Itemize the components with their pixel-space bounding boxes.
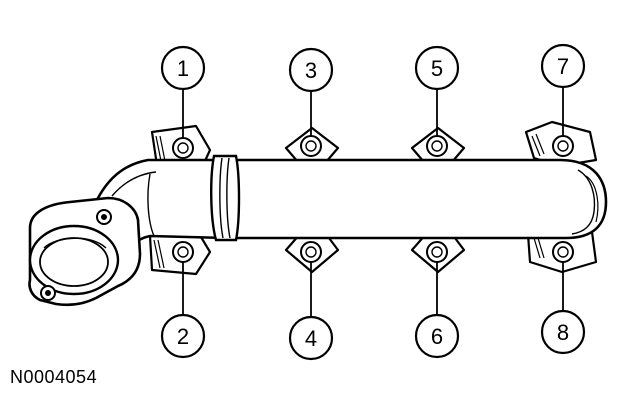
leader-lines bbox=[182, 88, 564, 316]
outlet-flange bbox=[28, 196, 142, 307]
callout-2: 2 bbox=[160, 313, 206, 359]
pipe-body bbox=[96, 158, 608, 252]
callout-8-label: 8 bbox=[557, 320, 569, 345]
callout-5-label: 5 bbox=[431, 56, 443, 81]
callout-5: 5 bbox=[414, 45, 460, 91]
bolt-6 bbox=[426, 241, 448, 263]
slip-joint-band bbox=[210, 154, 241, 242]
callout-7-label: 7 bbox=[557, 54, 569, 79]
bolt-5 bbox=[426, 135, 448, 157]
outlet-port-inner bbox=[39, 237, 109, 287]
callout-2-label: 2 bbox=[177, 324, 189, 349]
manifold-pipe bbox=[96, 158, 608, 252]
callout-1: 1 bbox=[160, 45, 206, 91]
callout-3-label: 3 bbox=[305, 58, 317, 83]
callout-6: 6 bbox=[414, 313, 460, 359]
callout-4: 4 bbox=[288, 315, 334, 361]
bolt-8 bbox=[552, 241, 574, 263]
bolt-7 bbox=[552, 135, 574, 157]
callout-4-label: 4 bbox=[305, 326, 317, 351]
bolt-3 bbox=[300, 135, 322, 157]
callout-6-label: 6 bbox=[431, 324, 443, 349]
bolt-2 bbox=[172, 241, 194, 263]
callouts: 1 2 3 4 5 6 7 8 bbox=[160, 43, 586, 361]
bolt-4 bbox=[300, 241, 322, 263]
bolt-1 bbox=[172, 137, 194, 159]
figure-id-label: N0004054 bbox=[10, 367, 98, 387]
callout-3: 3 bbox=[288, 47, 334, 93]
callout-1-label: 1 bbox=[177, 56, 189, 81]
flange-hatching bbox=[153, 133, 545, 269]
callout-8: 8 bbox=[540, 309, 586, 355]
bolts bbox=[172, 135, 574, 263]
callout-7: 7 bbox=[540, 43, 586, 89]
